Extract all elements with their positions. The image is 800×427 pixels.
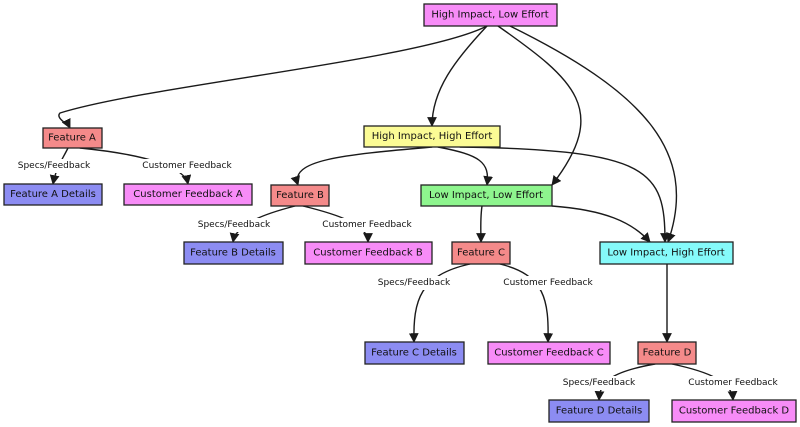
edge-feature-c-customer-feedback (499, 263, 554, 343)
svg-text:Customer Feedback B: Customer Feedback B (313, 248, 423, 259)
svg-text:Low Impact, High Effort: Low Impact, High Effort (607, 248, 724, 259)
edge-root-high-impact-high-effort (427, 25, 488, 127)
svg-text:Specs/Feedback: Specs/Feedback (198, 220, 271, 230)
node-customer-feedback-c[interactable]: Customer Feedback C (487, 341, 611, 365)
svg-text:High Impact, Low Effort: High Impact, Low Effort (431, 10, 548, 21)
edge-hihe-lihe (459, 146, 670, 243)
svg-text:Specs/Feedback: Specs/Feedback (18, 161, 91, 171)
edge-label-feature-b-customer: Customer Feedback (320, 218, 414, 232)
svg-text:Customer Feedback: Customer Feedback (322, 220, 412, 230)
edge-label-feature-c-customer: Customer Feedback (501, 276, 595, 290)
svg-text:Feature C Details: Feature C Details (371, 348, 457, 359)
node-feature-a-details[interactable]: Feature A Details (3, 183, 103, 206)
node-customer-feedback-a[interactable]: Customer Feedback A (123, 183, 253, 206)
node-feature-c-details[interactable]: Feature C Details (364, 341, 465, 365)
svg-text:Low Impact, Low Effort: Low Impact, Low Effort (429, 190, 543, 201)
node-feature-b-details[interactable]: Feature B Details (183, 241, 284, 265)
svg-text:Specs/Feedback: Specs/Feedback (563, 378, 636, 388)
node-customer-feedback-b[interactable]: Customer Feedback B (304, 241, 433, 265)
svg-text:Feature B: Feature B (276, 190, 324, 201)
node-feature-c[interactable]: Feature C (451, 241, 511, 265)
svg-text:Customer Feedback: Customer Feedback (688, 378, 778, 388)
edge-label-feature-d-specs: Specs/Feedback (561, 376, 637, 390)
svg-text:Customer Feedback A: Customer Feedback A (133, 189, 243, 200)
edge-root-low-impact-high-effort (509, 25, 678, 243)
edge-hihe-feature-b (290, 146, 433, 186)
edge-label-feature-b-specs: Specs/Feedback (196, 218, 272, 232)
edge-hihe-lile (437, 146, 493, 186)
svg-text:Feature D: Feature D (643, 348, 692, 359)
node-low-impact-low-effort[interactable]: Low Impact, Low Effort (420, 184, 553, 207)
svg-text:Specs/Feedback: Specs/Feedback (378, 278, 451, 288)
edge-root-low-impact-low-effort (497, 25, 582, 186)
node-customer-feedback-d[interactable]: Customer Feedback D (671, 399, 797, 423)
svg-text:Customer Feedback: Customer Feedback (142, 161, 232, 171)
node-high-impact-high-effort[interactable]: High Impact, High Effort (363, 125, 501, 148)
node-high-impact-low-effort[interactable]: High Impact, Low Effort (423, 3, 558, 27)
svg-text:Feature C: Feature C (457, 248, 505, 259)
node-feature-d[interactable]: Feature D (637, 341, 697, 365)
node-feature-b[interactable]: Feature B (270, 184, 330, 207)
edge-feature-c-details (408, 263, 471, 343)
node-feature-d-details[interactable]: Feature D Details (548, 399, 650, 423)
edge-root-feature-a (58, 25, 488, 129)
svg-text:High Impact, High Effort: High Impact, High Effort (372, 131, 493, 142)
node-low-impact-high-effort[interactable]: Low Impact, High Effort (599, 241, 734, 265)
svg-text:Feature D Details: Feature D Details (556, 406, 643, 417)
node-feature-a[interactable]: Feature A (42, 127, 103, 149)
svg-text:Customer Feedback D: Customer Feedback D (679, 406, 790, 417)
svg-text:Customer Feedback: Customer Feedback (503, 278, 593, 288)
edge-lile-lihe (551, 205, 651, 243)
svg-text:Feature B Details: Feature B Details (190, 248, 276, 259)
svg-text:Feature A: Feature A (48, 133, 96, 144)
edge-label-feature-a-specs: Specs/Feedback (16, 159, 92, 173)
svg-text:Feature A Details: Feature A Details (10, 189, 96, 200)
edge-lile-feature-c (476, 205, 486, 243)
edge-label-feature-d-customer: Customer Feedback (686, 376, 780, 390)
edge-label-feature-c-specs: Specs/Feedback (376, 276, 452, 290)
svg-text:Customer Feedback C: Customer Feedback C (494, 348, 604, 359)
edge-label-feature-a-customer: Customer Feedback (140, 159, 234, 173)
